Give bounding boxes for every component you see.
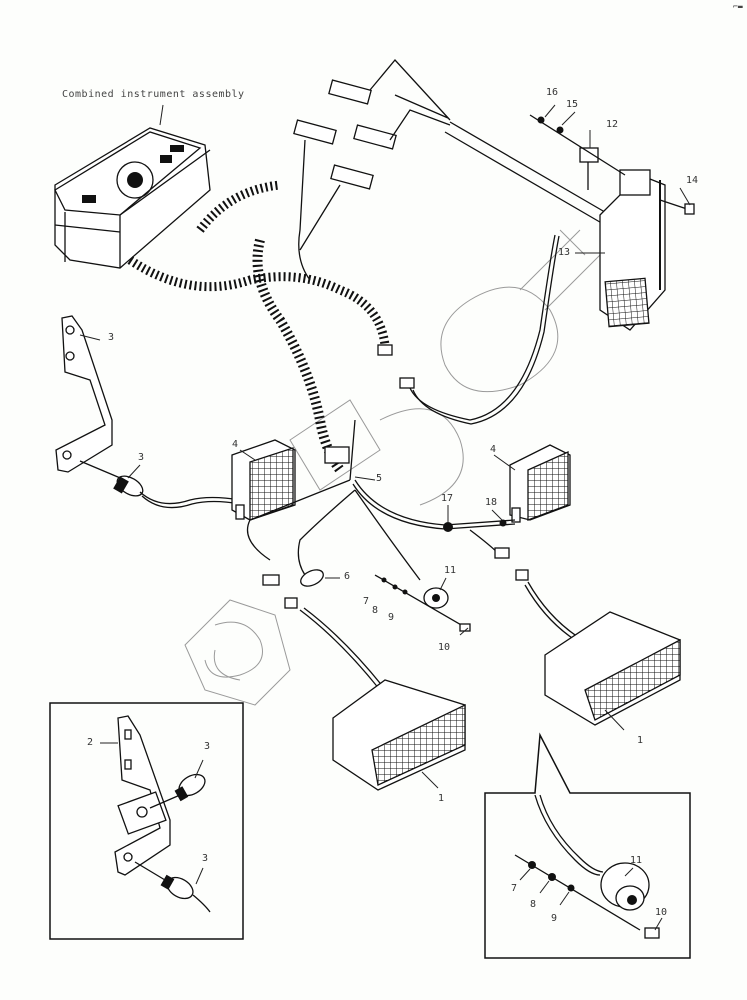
turn-lamp-right (509, 444, 571, 523)
callout-bracket: 3 (108, 332, 115, 343)
callout-lamp-center: 1 (438, 793, 445, 804)
inset-callout-9: 9 (551, 913, 558, 924)
callout-10: 10 (438, 642, 451, 653)
callout-18: 18 (485, 497, 498, 508)
tail-lamp-center (299, 607, 466, 791)
callout-8: 8 (372, 605, 379, 616)
mounting-bracket (55, 315, 126, 481)
upper-connectors (293, 59, 611, 281)
turn-lamp-left (231, 439, 296, 521)
callout-12: 12 (606, 119, 619, 130)
inset-callout-8: 8 (530, 899, 537, 910)
corner-mark: ⌐▬ (733, 2, 743, 11)
inset-callout-10: 10 (655, 907, 668, 918)
callout-14: 14 (686, 175, 699, 186)
callout-sensor: 3 (138, 452, 145, 463)
callout-16: 16 (546, 87, 559, 98)
inset-callout-sensor-top: 3 (204, 741, 211, 752)
callout-turn-lamp-right: 4 (490, 444, 497, 455)
inset-bracket-detail (49, 702, 244, 940)
callout-lamp-right: 1 (637, 735, 644, 746)
inset-callout-11: 11 (630, 855, 643, 866)
callout-17: 17 (441, 493, 454, 504)
lower-harness (246, 419, 529, 609)
coiled-harness (127, 180, 560, 473)
leader-lines (79, 104, 691, 789)
callout-5: 5 (376, 473, 383, 484)
callout-6: 6 (344, 571, 351, 582)
tail-lamp-right (524, 581, 681, 726)
callout-turn-lamp-left: 4 (232, 439, 239, 450)
callout-13: 13 (558, 247, 571, 258)
inset-callout-sensor-bottom: 3 (202, 853, 209, 864)
watermark-logo (184, 229, 606, 706)
inset-callout-7: 7 (511, 883, 518, 894)
combined-instrument-assembly-label: Combined instrument assembly (62, 89, 245, 100)
combined-instrument-assembly (54, 104, 211, 269)
inset-switch-detail (484, 732, 691, 959)
fuse-box-assembly (529, 114, 695, 331)
callout-15: 15 (566, 99, 579, 110)
inset-callout-bracket: 2 (87, 737, 94, 748)
sensor-main (113, 475, 241, 509)
callout-7: 7 (363, 596, 370, 607)
callout-11: 11 (444, 565, 457, 576)
callout-9: 9 (388, 612, 395, 623)
switch-assembly (374, 574, 471, 632)
